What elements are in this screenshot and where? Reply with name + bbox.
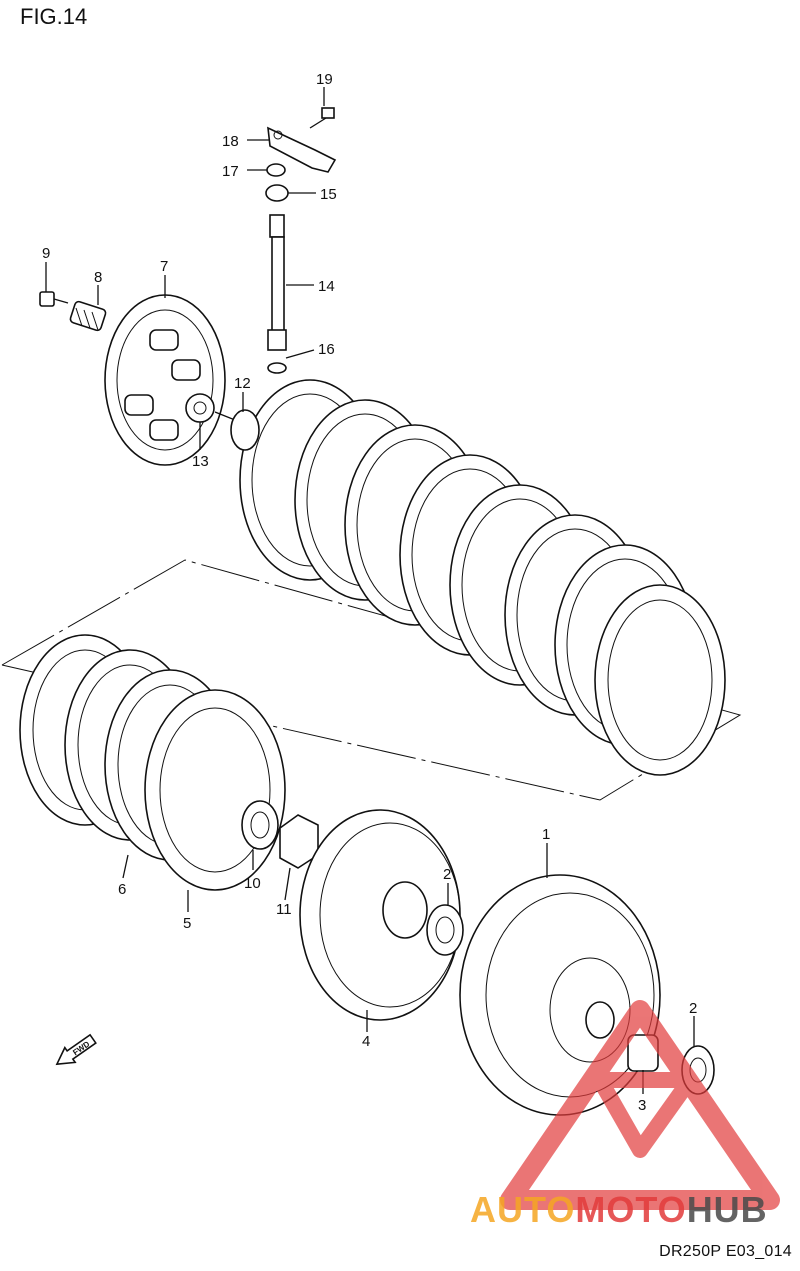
release-oil-seal: [265, 184, 289, 202]
callout-9: 9: [42, 245, 50, 262]
plate-stack-outline: [1, 559, 742, 801]
leader-lines: [45, 87, 695, 1094]
callout-11: 11: [276, 901, 292, 918]
callout-2b: 2: [689, 1000, 697, 1017]
callout-10: 10: [244, 875, 261, 892]
forward-arrow-icon: FWD: [55, 1033, 97, 1066]
callout-2a: 2: [443, 866, 451, 883]
lower-plate-stack: [19, 634, 286, 891]
callout-6: 6: [118, 881, 126, 898]
callout-19: 19: [316, 71, 333, 88]
pressure-bearing: [185, 393, 215, 423]
release-shaft: [267, 214, 287, 351]
callout-numbers: 19 18 17 15 14 16 9 8 7 12 13 10 11 6 5 …: [42, 71, 697, 1114]
figure-title: FIG.14: [20, 4, 88, 29]
watermark-text: AUTOMOTOHUB: [470, 1189, 768, 1230]
thrust-washer-a: [426, 904, 464, 956]
watermark-logo: [500, 1000, 780, 1210]
lock-washer: [279, 814, 319, 869]
spring-bolt: [39, 291, 69, 307]
release-lever: [267, 126, 337, 173]
callout-14: 14: [318, 278, 335, 295]
pressure-plate: [104, 294, 226, 466]
upper-plate-stack: [239, 379, 726, 776]
lever-washer: [266, 163, 286, 177]
callout-5: 5: [183, 915, 191, 932]
callout-3: 3: [638, 1097, 646, 1114]
callout-4: 4: [362, 1033, 370, 1050]
oil-seal: [241, 800, 279, 850]
watermark-moto: MOTO: [575, 1189, 686, 1230]
callout-18: 18: [222, 133, 239, 150]
callout-15: 15: [320, 186, 337, 203]
clutch-spring: [69, 300, 107, 332]
callout-7: 7: [160, 258, 168, 275]
callout-1: 1: [542, 826, 550, 843]
lever-bolt: [309, 107, 335, 129]
watermark-hub: HUB: [687, 1189, 768, 1230]
push-piece: [214, 409, 260, 451]
callout-16: 16: [318, 341, 335, 358]
release-washer: [267, 362, 287, 374]
callout-13: 13: [192, 453, 209, 470]
figure-code: DR250P E03_014: [659, 1243, 792, 1260]
watermark-auto: AUTO: [470, 1189, 575, 1230]
callout-12: 12: [234, 375, 251, 392]
callout-17: 17: [222, 163, 239, 180]
callout-8: 8: [94, 269, 102, 286]
